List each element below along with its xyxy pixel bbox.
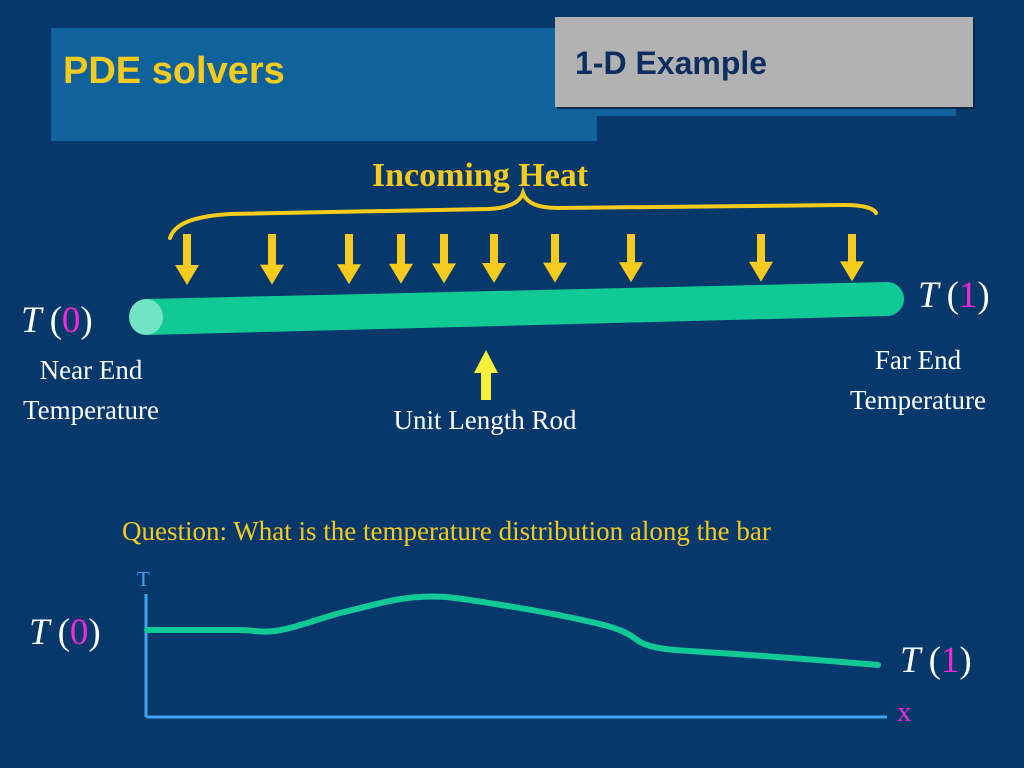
question-text: Question: What is the temperature distri… (122, 516, 771, 546)
graph-start-close: ) (88, 612, 101, 653)
heat-arrow (337, 234, 361, 285)
graph-end-var: T (900, 640, 921, 681)
near-end-var: T (21, 300, 42, 341)
near-end-label-line1: Near End (39, 355, 143, 385)
x-axis-label: x (897, 696, 912, 728)
title-panel (51, 28, 597, 141)
far-end-var: T (918, 275, 939, 316)
y-axis-label: T (137, 567, 150, 591)
graph-start-var: T (29, 612, 50, 653)
incoming-heat-label: Incoming Heat (371, 157, 589, 194)
temperature-curve (144, 593, 881, 668)
heat-arrow (749, 234, 773, 282)
far-end-label-line2: Temperature (849, 385, 987, 415)
heat-arrow (619, 234, 643, 283)
graph-end-arg: 1 (940, 640, 960, 681)
slide-subtitle: 1-D Example (575, 45, 768, 81)
near-end-formula: T(0) (21, 300, 93, 342)
near-end-label-line2: Temperature (22, 395, 160, 425)
heat-arrow (432, 234, 456, 284)
far-end-label-line1: Far End (874, 345, 962, 375)
graph-end-close: ) (959, 640, 972, 681)
near-end-close: ) (80, 300, 93, 341)
graph-start-arg: 0 (69, 612, 89, 653)
slide-title: PDE solvers (63, 50, 285, 92)
far-end-formula: T(1) (918, 275, 990, 317)
rod-pointer-arrow (474, 350, 498, 400)
far-end-arg: 1 (958, 275, 978, 316)
rod-body (146, 282, 904, 335)
graph-end-formula: T(1) (900, 640, 972, 682)
graph-start-formula: T(0) (29, 612, 101, 654)
incoming-heat-brace (168, 186, 878, 240)
heat-arrow (840, 234, 864, 282)
heat-arrow (543, 234, 567, 283)
heat-arrow (389, 234, 413, 284)
graph-start-open: ( (57, 612, 70, 653)
subtitle-panel (555, 17, 973, 107)
graph-end-open: ( (928, 640, 941, 681)
heat-arrow (482, 234, 506, 283)
rod-label: Unit Length Rod (393, 405, 577, 435)
far-end-close: ) (977, 275, 990, 316)
heat-arrow (260, 234, 284, 285)
heat-arrow (175, 234, 199, 285)
heat-arrows (175, 234, 864, 285)
near-end-open: ( (49, 300, 62, 341)
near-end-arg: 0 (61, 300, 81, 341)
rod-end-cap (129, 299, 163, 335)
near-end-label: Near End Temperature (0, 350, 182, 430)
far-end-label: Far End Temperature (830, 340, 1006, 420)
far-end-open: ( (946, 275, 959, 316)
